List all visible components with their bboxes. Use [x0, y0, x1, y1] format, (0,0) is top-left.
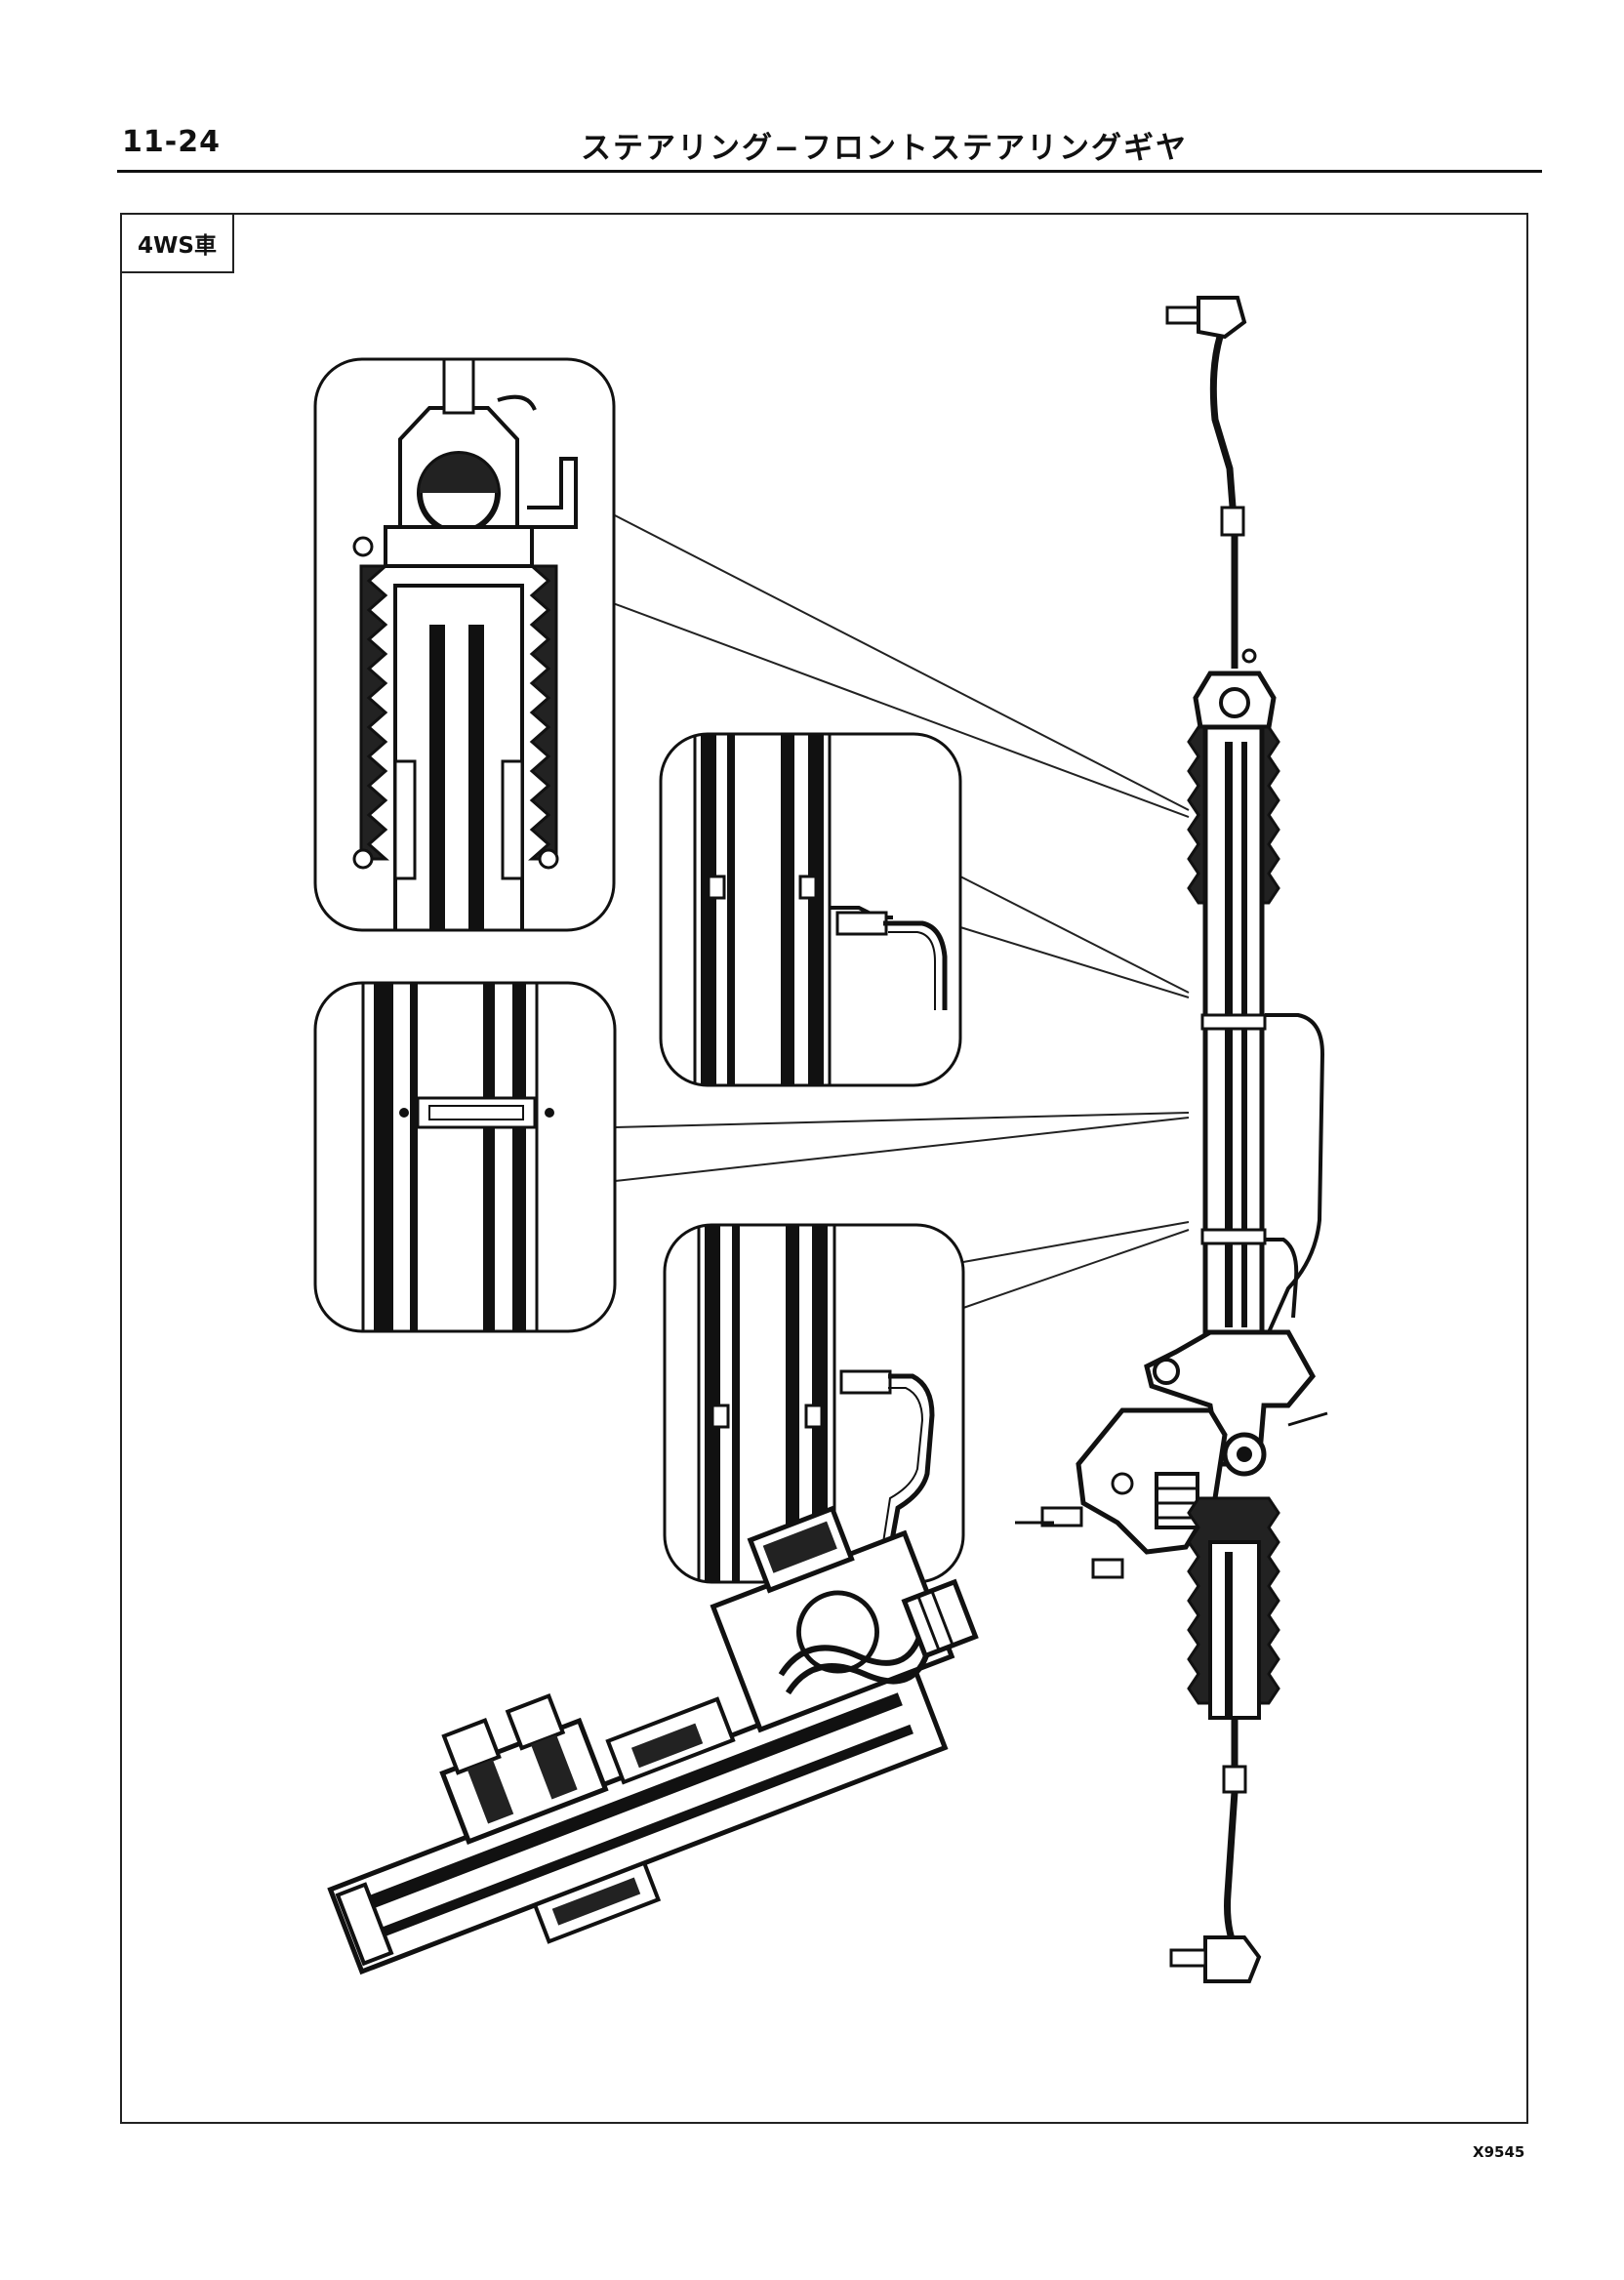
tie-rod-end-lower [1169, 1718, 1262, 1983]
figure-frame: 4WS車 [120, 213, 1528, 2124]
page-number: 11-24 [122, 125, 221, 159]
rack-bushing-detail [315, 983, 615, 1331]
detail-frame-b [659, 732, 962, 1087]
header-rule [117, 170, 1542, 173]
leader-lines [612, 513, 1190, 1309]
variant-label: 4WS車 [122, 215, 234, 273]
tie-rod-end-upper [1165, 296, 1257, 669]
gear-valve-housing-cutaway [327, 1505, 979, 1975]
rack-boot-detail [315, 359, 614, 930]
steering-rack-assembly [1015, 296, 1328, 1983]
page-title: ステアリング−フロントステアリングギヤ [581, 131, 1188, 166]
detail-frame-c [313, 981, 617, 1333]
figure-code: X9545 [1473, 2143, 1525, 2161]
detail-frame-a [313, 357, 616, 932]
hydraulic-port-detail-upper [661, 734, 960, 1085]
